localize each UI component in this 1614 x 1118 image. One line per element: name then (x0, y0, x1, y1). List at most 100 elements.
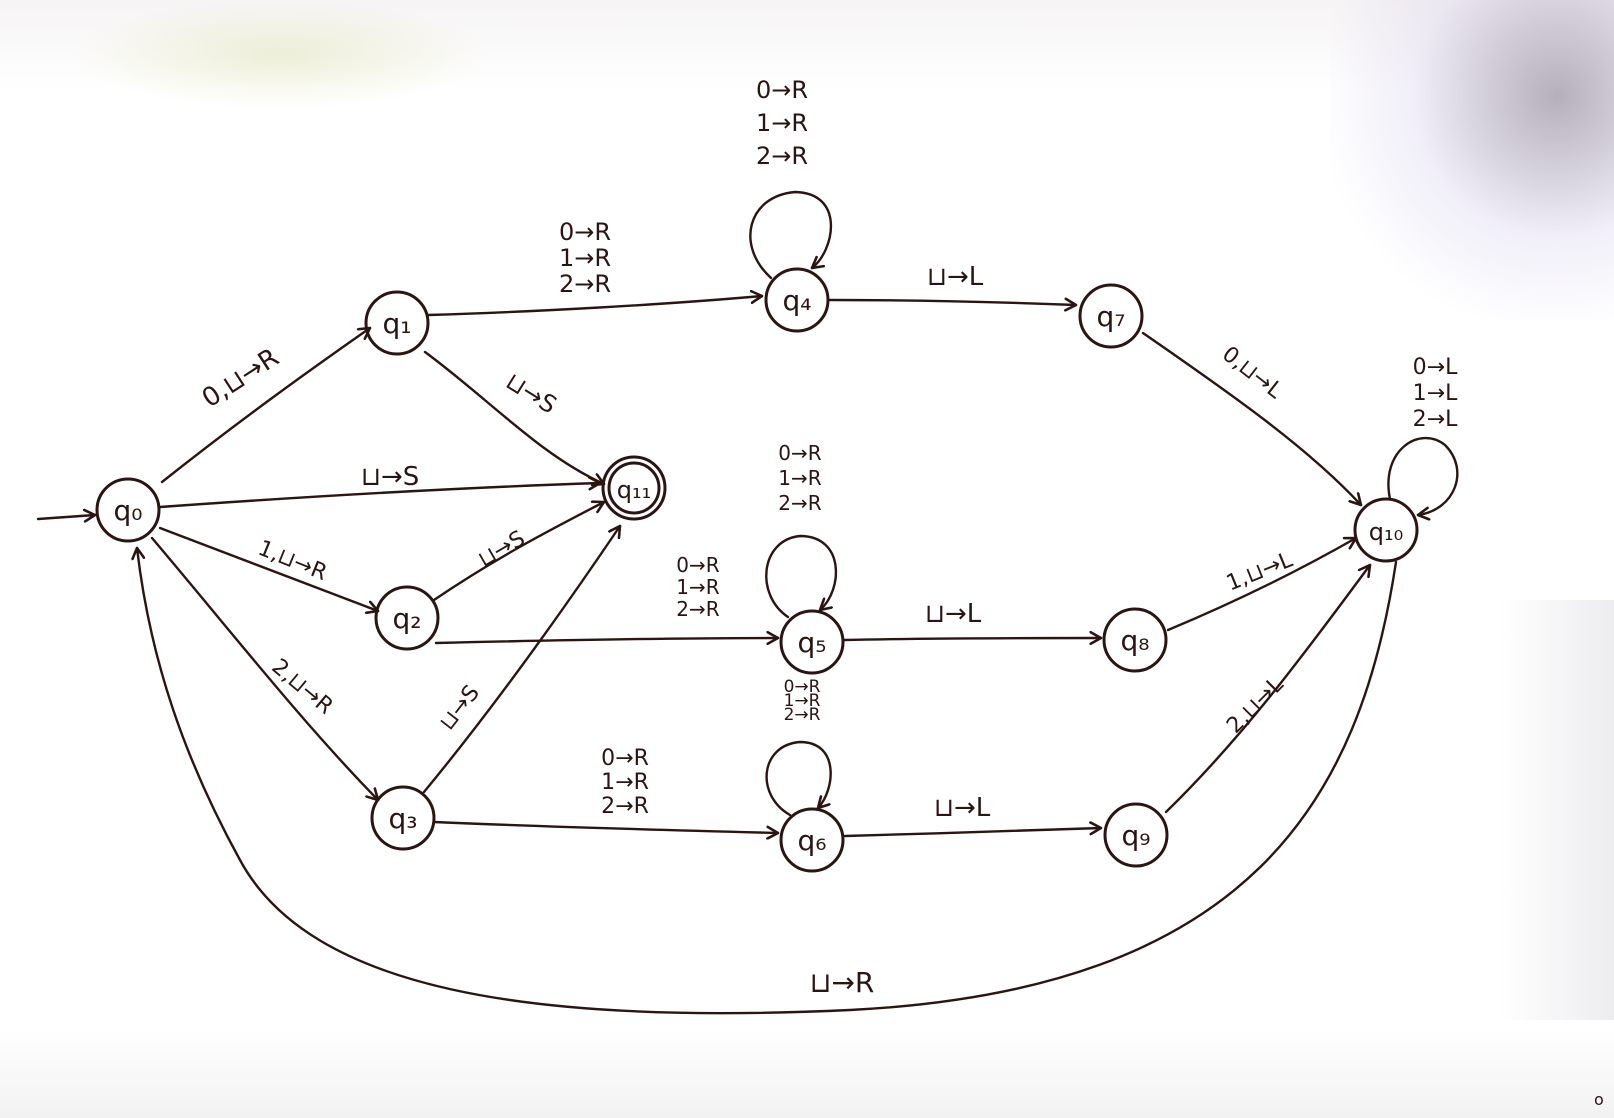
transition-label-line: 2→R (559, 270, 611, 298)
state-q10: q₁₀ (1353, 497, 1419, 563)
transition-q2-to-q11 (432, 502, 604, 602)
state-label: q₀ (114, 494, 143, 527)
transition-q9-to-q10 (1164, 565, 1370, 814)
transition-label-line: ⊔→L (927, 262, 984, 292)
transition-q2-to-q5 (434, 638, 778, 643)
transition-q0-to-q3 (150, 536, 378, 800)
transition-label-line: 0→R (784, 677, 821, 697)
transition-q5-to-q5 (765, 534, 838, 619)
start-arrow (36, 515, 95, 519)
state-label: q₁₁ (617, 476, 651, 504)
state-q4: q₄ (764, 267, 830, 333)
transition-label-line: ⊔→L (934, 793, 991, 823)
transition-label-line: 0→R (559, 218, 611, 246)
state-circle (95, 477, 161, 543)
corner-mark: o (1594, 1090, 1604, 1109)
state-label: q₄ (783, 284, 812, 317)
transition-q4-to-q4 (749, 190, 833, 280)
transition-label-line: 0→L (1413, 355, 1458, 380)
transition-label-line: ⊔→S (474, 526, 529, 572)
transition-label-line: 2→R (756, 142, 808, 170)
transition-q0-to-q2 (158, 526, 378, 611)
state-q7: q₇ (1078, 283, 1144, 349)
transition-label-line: 0→R (756, 76, 808, 104)
transition-label-line: 0→R (601, 746, 649, 771)
transition-q3-to-q6 (432, 820, 778, 833)
transition-label-line: 0,⊔→R (197, 343, 285, 414)
state-circle (779, 807, 845, 873)
state-label: q₆ (798, 824, 827, 857)
transition-label-q3-q11: ⊔→S (435, 681, 485, 735)
transition-label-line: ⊔→L (925, 599, 982, 629)
transition-label-line: 1→R (778, 466, 821, 490)
state-q5: q₅ (779, 609, 845, 675)
state-q1: q₁ (364, 290, 430, 356)
state-circle (1103, 802, 1169, 868)
transition-label-line: 1→R (559, 244, 611, 272)
transition-label-line: ⊔→S (361, 462, 420, 492)
transition-q1-to-q4 (426, 296, 762, 317)
transition-label-line: 1→R (756, 109, 808, 137)
accept-ring (607, 461, 661, 515)
transition-label-line: 2→R (778, 491, 821, 515)
state-label: q₅ (798, 626, 827, 659)
transition-q1-to-q11 (423, 350, 604, 484)
paper-shadow (1330, 0, 1614, 320)
transition-label-q10-q0: ⊔→R (810, 966, 875, 999)
state-q2: q₂ (374, 585, 440, 651)
transition-q6-to-q6 (765, 740, 832, 817)
transition-label-line: 2→R (676, 597, 719, 621)
transition-label-line: 2,⊔→L (1222, 672, 1289, 739)
state-label: q₇ (1097, 300, 1126, 333)
state-q3: q₃ (370, 785, 436, 851)
transition-label-q6-q9: ⊔→L (934, 793, 991, 823)
transition-q5-to-q8 (842, 638, 1101, 640)
state-circle (1078, 283, 1144, 349)
transition-label-line: 0,⊔→L (1217, 342, 1287, 405)
state-label: q₉ (1122, 819, 1151, 852)
transition-label-line: 1→L (1413, 381, 1458, 406)
state-label: q₁₀ (1369, 518, 1403, 546)
transition-label-q4-q7: ⊔→L (927, 262, 984, 292)
state-label: q₈ (1121, 624, 1150, 657)
state-label: q₃ (389, 802, 418, 835)
paper-stain (70, 0, 490, 110)
state-circle (370, 785, 436, 851)
transition-q0-to-q11 (158, 483, 600, 509)
transition-q3-to-q11 (422, 526, 620, 794)
transition-label-q5-q8: ⊔→L (925, 599, 982, 629)
state-label: q₁ (383, 307, 412, 340)
transition-label-line: ⊔→S (435, 681, 485, 735)
state-circle (1353, 497, 1419, 563)
transition-label-q4-q4: 0→R 1→R 2→R (756, 76, 808, 170)
state-circle (374, 585, 440, 651)
transition-label-line: ⊔→S (501, 367, 562, 419)
state-q9: q₉ (1103, 802, 1169, 868)
transition-q10-to-q10 (1387, 436, 1459, 515)
transition-label-line: 1→R (601, 770, 649, 795)
state-circle (764, 267, 830, 333)
transition-q10-to-q0 (137, 548, 1398, 1015)
transition-label-line: 1→R (784, 691, 821, 711)
transition-q6-to-q9 (843, 828, 1101, 838)
transition-label-line: 2→R (784, 705, 821, 725)
state-circle (601, 455, 667, 521)
state-q11: q₁₁ (601, 455, 667, 521)
state-circle (1102, 607, 1168, 673)
paper-edge-shadow (1500, 600, 1614, 1020)
state-circle (364, 290, 430, 356)
transition-label-q1-q11: ⊔→S (501, 367, 562, 419)
transition-q0-to-q1 (160, 328, 370, 484)
transition-q7-to-q10 (1141, 331, 1361, 505)
transition-label-line: 1→R (676, 575, 719, 599)
transition-q4-to-q7 (828, 300, 1076, 305)
transition-label-line: 2→L (1413, 407, 1458, 432)
transition-label-q0-q1: 0,⊔→R (197, 343, 285, 414)
transition-label-line: ⊔→R (810, 966, 875, 999)
transition-label-q7-q10: 0,⊔→L (1217, 342, 1287, 405)
